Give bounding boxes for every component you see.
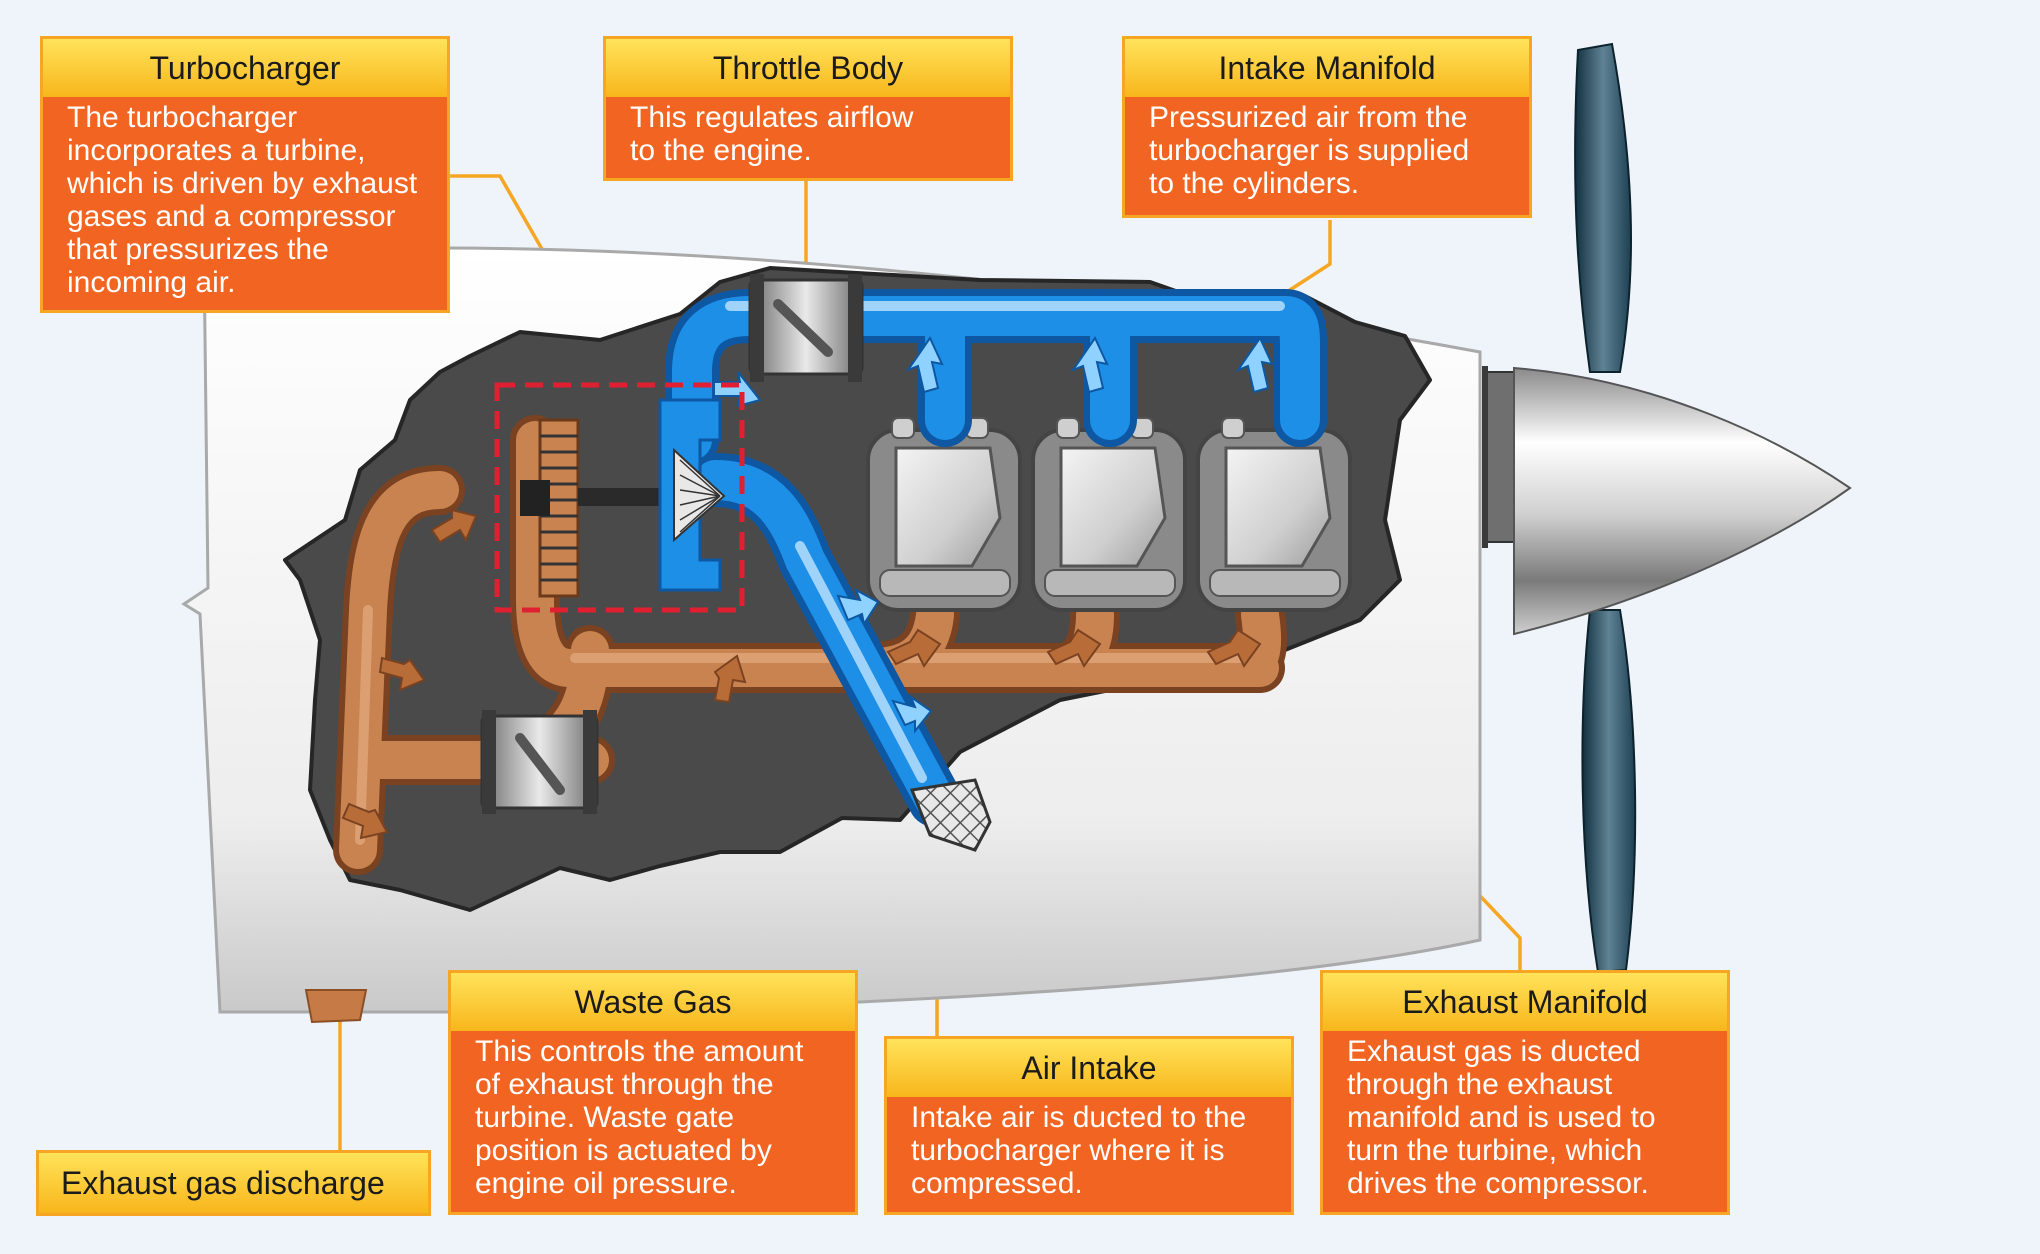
callout-exhaust-manifold: Exhaust Manifold Exhaust gas is ducted t… xyxy=(1320,970,1730,1215)
cylinder-2 xyxy=(1031,417,1187,612)
callout-turbocharger: Turbocharger The turbocharger incorporat… xyxy=(40,36,450,313)
propeller xyxy=(1482,42,1852,974)
callout-text: Exhaust gas is ducted through the exhaus… xyxy=(1347,1035,1656,1200)
spinner xyxy=(1513,366,1852,636)
exhaust-flow-arrows xyxy=(341,508,1262,840)
callout-title: Exhaust Manifold xyxy=(1323,973,1727,1031)
callout-title: Air Intake xyxy=(887,1039,1291,1097)
engine-cylinders xyxy=(866,417,1352,612)
turbocharger-highlight-box xyxy=(494,382,745,613)
cylinder-1 xyxy=(866,417,1022,612)
callout-throttle-body: Throttle Body This regulates airflow to … xyxy=(603,36,1013,181)
callout-title: Throttle Body xyxy=(606,39,1010,97)
callout-title: Intake Manifold xyxy=(1125,39,1529,97)
throttle-body-valve xyxy=(748,274,864,382)
turbocharger-unit xyxy=(520,398,726,598)
callout-text: This regulates airflow to the engine. xyxy=(630,101,914,167)
wastegate-valve xyxy=(480,710,599,814)
exhaust-discharge-stub xyxy=(304,989,368,1024)
callout-text: Pressurized air from the turbocharger is… xyxy=(1149,101,1470,200)
cylinder-3 xyxy=(1196,417,1352,612)
propeller-hub xyxy=(1483,371,1515,543)
callout-text: The turbocharger incorporates a turbine,… xyxy=(67,101,418,299)
callout-text: Intake air is ducted to the turbocharger… xyxy=(911,1101,1247,1200)
intake-piping xyxy=(665,289,1327,827)
callout-air-intake: Air Intake Intake air is ducted to the t… xyxy=(884,1036,1294,1215)
callout-title: Turbocharger xyxy=(43,39,447,97)
callout-exhaust-gas-discharge: Exhaust gas discharge xyxy=(36,1150,431,1216)
propeller-blade-top xyxy=(1574,42,1632,373)
callout-text: This controls the amount of exhaust thro… xyxy=(475,1035,804,1200)
propeller-blade-bottom xyxy=(1581,609,1637,974)
air-intake-filter xyxy=(909,778,992,852)
callout-intake-manifold: Intake Manifold Pressurized air from the… xyxy=(1122,36,1532,218)
callout-title: Waste Gas xyxy=(451,973,855,1031)
callout-waste-gas: Waste Gas This controls the amount of ex… xyxy=(448,970,858,1215)
intake-flow-arrows xyxy=(713,335,1274,734)
